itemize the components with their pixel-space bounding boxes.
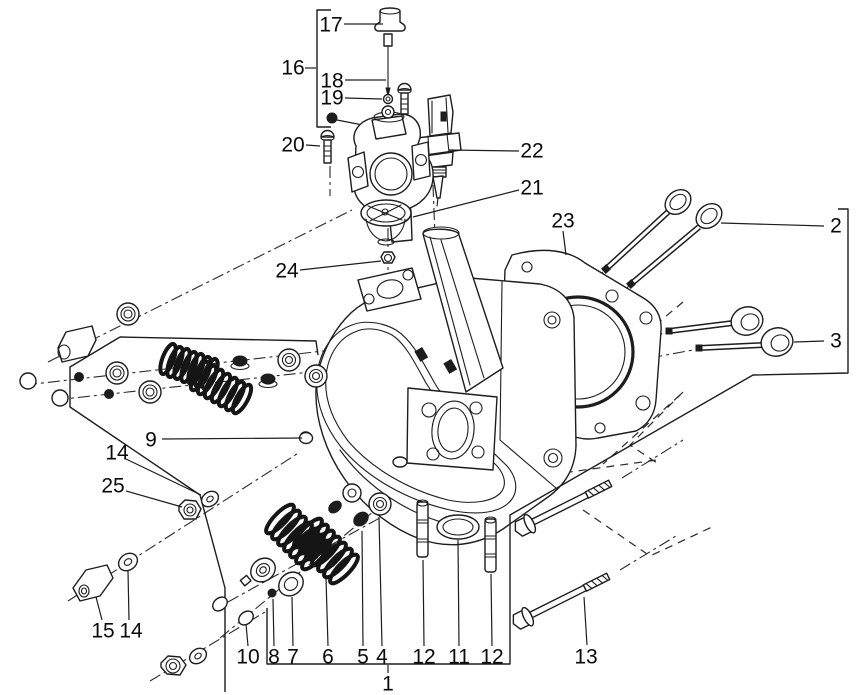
deck-studs xyxy=(392,346,458,468)
cover-gasket-loop xyxy=(316,321,517,514)
valve-spring-bottom-b xyxy=(292,516,360,586)
part-label-12: 12 xyxy=(480,646,503,669)
locknut-24 xyxy=(380,251,396,264)
part-label-4: 4 xyxy=(376,646,388,669)
part-label-15: 15 xyxy=(91,620,114,643)
valve-spring-left-b xyxy=(188,359,254,416)
callout-leader-25 xyxy=(125,490,183,508)
panel-outline xyxy=(119,336,319,356)
group-1-bracket xyxy=(266,208,849,665)
part-label-16: 16 xyxy=(281,57,304,80)
callout-leader-2 xyxy=(720,222,825,227)
callout-leader-14 xyxy=(127,570,130,621)
part-label-18: 18 xyxy=(320,70,343,93)
callout-leader-22 xyxy=(448,149,520,152)
dashed-panel-line xyxy=(491,437,658,476)
callout-leader-14 xyxy=(125,458,202,496)
needle-18 xyxy=(383,33,393,97)
flange-bolt-13a xyxy=(514,479,613,537)
callout-leader-6 xyxy=(325,577,329,647)
callout-leader-3 xyxy=(793,340,825,343)
valve-short-b xyxy=(695,327,794,357)
group-brackets xyxy=(266,9,849,665)
dashed-panel-line xyxy=(582,509,713,557)
vent-screw-20a xyxy=(320,129,335,164)
thermostat-pad xyxy=(357,267,422,312)
part-label-2: 2 xyxy=(830,215,842,238)
callout-leader-10 xyxy=(245,623,249,647)
dashed-panel-line xyxy=(602,394,681,465)
group-16-bracket xyxy=(316,9,331,128)
intake-flange xyxy=(406,387,498,471)
callout-leader-23 xyxy=(562,230,567,256)
washer-14-upper xyxy=(200,490,220,508)
part-label-23: 23 xyxy=(551,210,574,233)
stud-12a xyxy=(416,499,429,558)
part-label-19: 19 xyxy=(320,87,343,110)
seal-ring-19 xyxy=(382,93,394,105)
callout-leader-9 xyxy=(161,437,303,440)
part-label-20: 20 xyxy=(281,134,304,157)
o-ring-11 xyxy=(436,514,480,540)
centerline-axis xyxy=(47,209,353,363)
part-label-7: 7 xyxy=(287,646,299,669)
centerline-axis xyxy=(619,535,677,571)
part-label-14: 14 xyxy=(105,442,129,465)
valve-short-a xyxy=(665,306,764,336)
part-label-9: 9 xyxy=(145,429,157,452)
spacer-sleeve xyxy=(57,325,97,363)
valve-long-a xyxy=(601,188,692,274)
spacer-15 xyxy=(72,564,114,602)
part-label-5: 5 xyxy=(357,646,369,669)
callout-leader-21 xyxy=(412,189,520,218)
nut-25 xyxy=(178,499,202,520)
vent-screw-20b xyxy=(397,82,412,115)
stud-12b xyxy=(484,516,497,573)
dashed-panel-line xyxy=(629,391,684,464)
thermostat-21 xyxy=(360,199,412,246)
callout-leader-24 xyxy=(299,260,382,271)
callout-leader-7 xyxy=(291,596,294,647)
part-label-10: 10 xyxy=(236,646,259,669)
callout-leader-8 xyxy=(272,598,275,647)
centerline-axis xyxy=(621,439,684,479)
callout-leader-4 xyxy=(378,516,383,647)
callout-leader-15 xyxy=(95,596,103,621)
part-label-25: 25 xyxy=(101,475,124,498)
valve-long-b xyxy=(626,202,723,289)
washer-14-lower xyxy=(117,552,139,572)
part-label-6: 6 xyxy=(322,646,334,669)
callout-leader-20 xyxy=(305,144,321,147)
part-label-13: 13 xyxy=(574,646,597,669)
callout-leader-12 xyxy=(490,573,493,647)
part-label-1: 1 xyxy=(382,673,394,695)
part-label-14: 14 xyxy=(119,620,143,643)
part-label-12: 12 xyxy=(412,646,435,669)
callout-leader-12 xyxy=(422,559,425,647)
flange-bolt-13b xyxy=(512,572,611,630)
nut-bottom xyxy=(160,655,187,676)
part-label-22: 22 xyxy=(520,140,543,163)
part-label-24: 24 xyxy=(275,260,299,283)
filler-cap-17 xyxy=(374,7,406,32)
bottom-spring-cluster xyxy=(212,483,392,626)
washer-bottom xyxy=(188,647,208,665)
callout-leader-13 xyxy=(583,596,588,646)
part-label-8: 8 xyxy=(268,646,280,669)
part-label-3: 3 xyxy=(830,330,842,353)
part-label-21: 21 xyxy=(520,177,543,200)
part-label-11: 11 xyxy=(448,646,470,669)
callout-leader-19 xyxy=(344,97,383,100)
part-label-17: 17 xyxy=(319,14,342,37)
thermostat-housing xyxy=(347,105,434,213)
spark-plug-tower xyxy=(422,226,504,393)
left-spring-cluster xyxy=(19,302,328,416)
callout-leader-5 xyxy=(361,530,364,647)
callout-leader-11 xyxy=(457,539,460,647)
